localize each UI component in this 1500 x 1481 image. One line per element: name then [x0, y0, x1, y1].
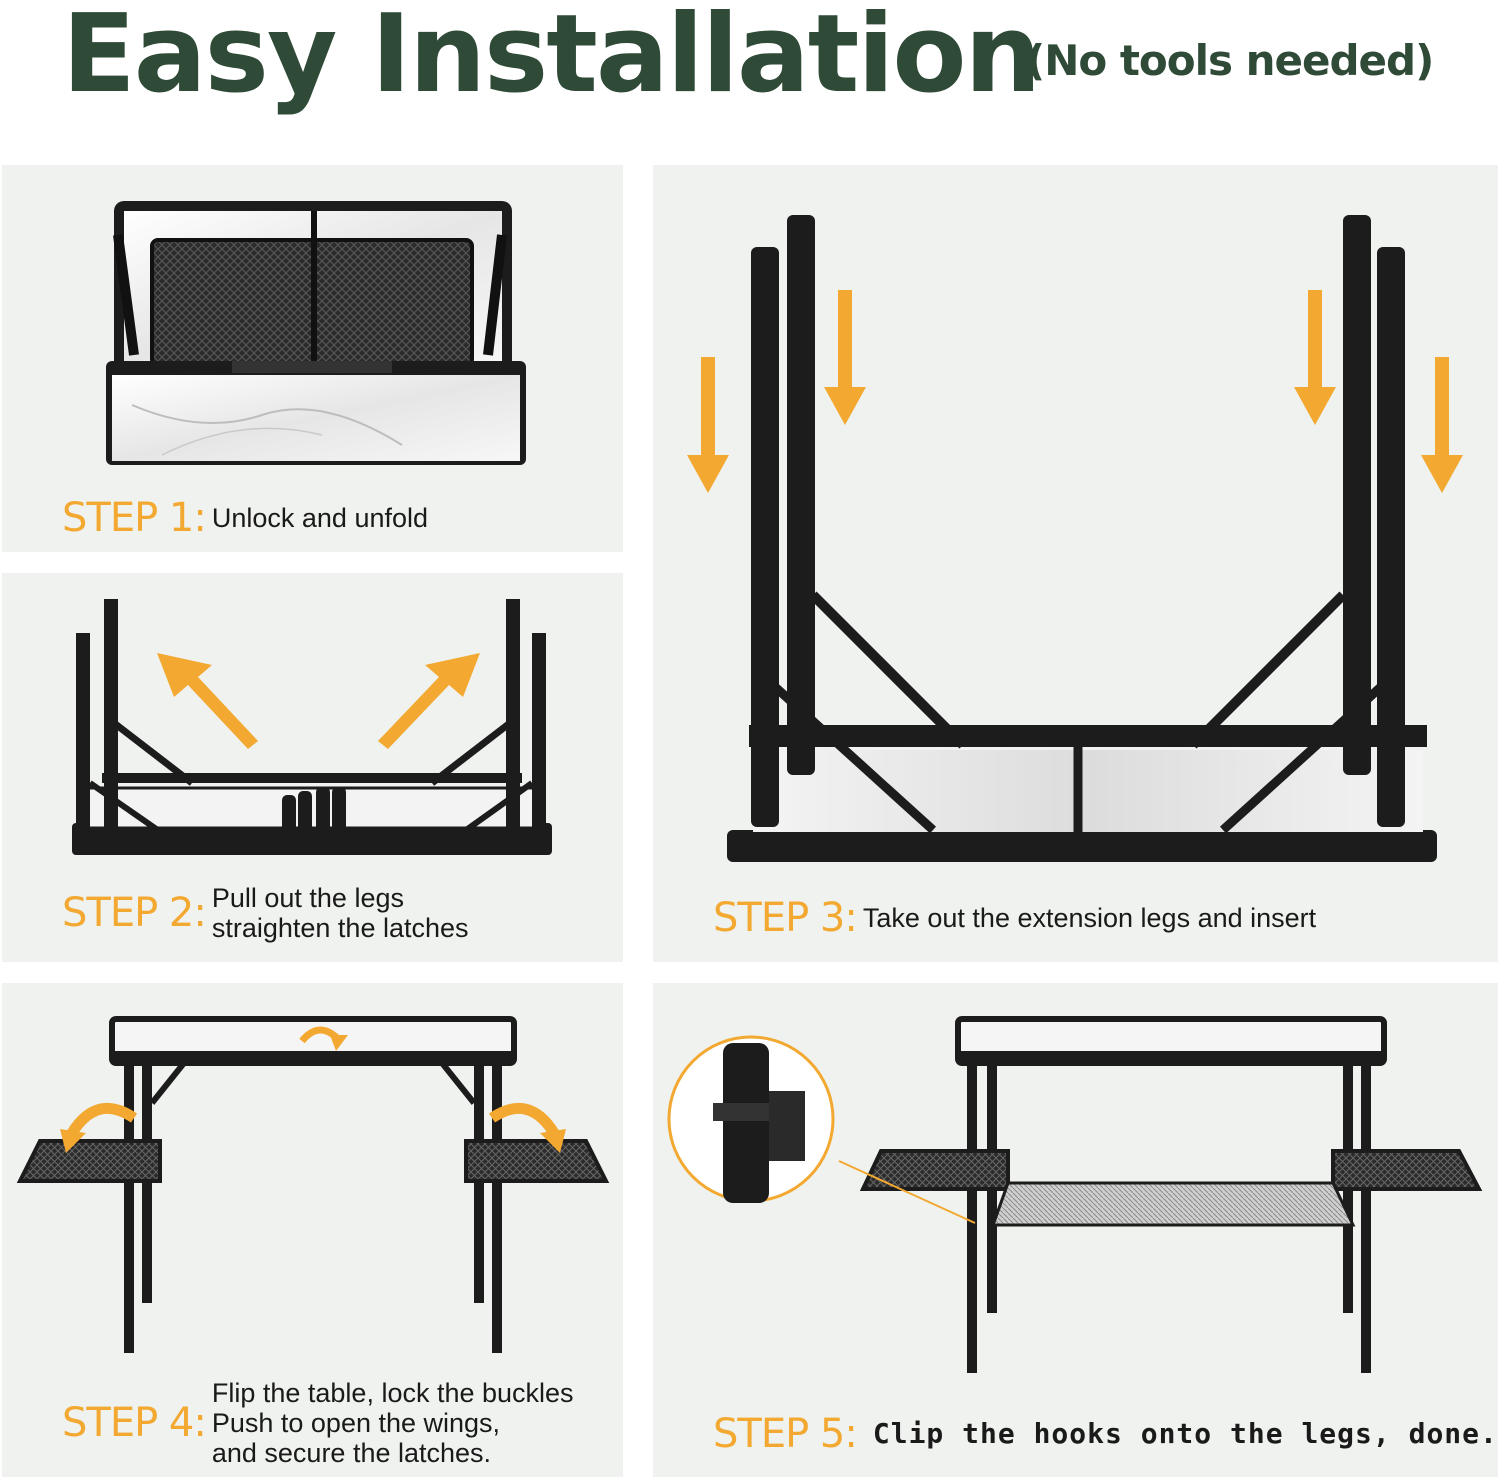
step-label: STEP 1:: [62, 495, 207, 541]
step-text: Unlock and unfold: [211, 503, 429, 533]
page-subtitle: (No tools needed): [1026, 36, 1434, 85]
extension-legs-illustration: [687, 215, 1463, 862]
page-title: Easy Installation: [62, 0, 1041, 117]
step-label: STEP 5:: [713, 1411, 858, 1457]
header: Easy Installation (No tools needed): [0, 0, 1500, 150]
step-label: STEP 3:: [713, 895, 858, 941]
step-text: Clip the hooks onto the legs, done.: [872, 1417, 1498, 1450]
step-label: STEP 4:: [62, 1400, 207, 1446]
step-3-panel: STEP 3:Take out the extension legs and i…: [653, 165, 1498, 962]
step-label: STEP 2:: [62, 890, 207, 936]
finished-table-illustration: [667, 1016, 1483, 1373]
step-5-panel: STEP 5: Clip the hooks onto the legs, don…: [653, 983, 1498, 1477]
flipped-table-illustration: [16, 1016, 610, 1353]
legs-out-illustration: [72, 599, 552, 855]
step-1-caption: STEP 1:Unlock and unfold: [62, 495, 428, 541]
step-1-panel: STEP 1:Unlock and unfold: [2, 165, 623, 552]
step-3-caption: STEP 3:Take out the extension legs and i…: [713, 895, 1316, 941]
folded-table-illustration: [106, 201, 526, 465]
step-text: Take out the extension legs and insert: [862, 903, 1317, 933]
step-5-caption: STEP 5: Clip the hooks onto the legs, don…: [713, 1411, 1498, 1457]
